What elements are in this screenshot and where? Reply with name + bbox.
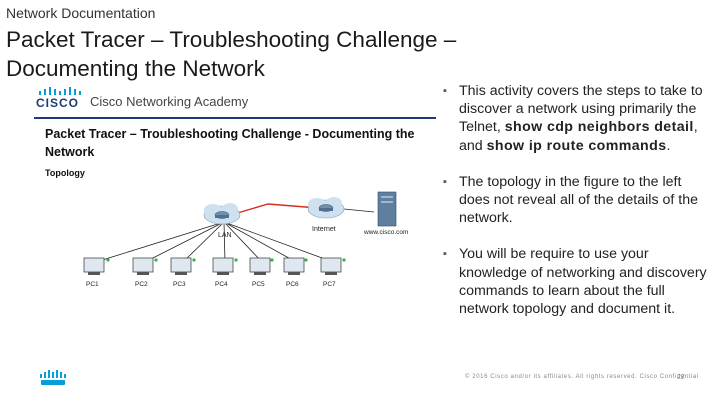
- footer-legal: © 2016 Cisco and/or its affiliates. All …: [465, 374, 699, 380]
- lan-label: LAN: [218, 232, 232, 239]
- pc-icon: [212, 257, 234, 275]
- page-number: 22: [677, 374, 685, 381]
- academy-name: Cisco Networking Academy: [90, 94, 249, 109]
- pc-icon: [83, 257, 105, 275]
- pc-icon: [249, 257, 271, 275]
- slide-title: Packet Tracer – Troubleshooting Challeng…: [6, 27, 457, 81]
- server-label: www.cisco.com: [363, 229, 408, 236]
- bullet-list: This activity covers the steps to take t…: [440, 82, 710, 336]
- pc-label: PC7: [323, 281, 336, 288]
- bullet-item: This activity covers the steps to take t…: [440, 82, 710, 155]
- server-icon: [377, 191, 397, 227]
- pc-label: PC5: [252, 281, 265, 288]
- bullet-keyword: show cdp neighbors detail: [504, 119, 694, 136]
- cisco-bridge-logo-icon: [40, 370, 66, 385]
- cisco-logo-text: CISCO: [36, 96, 80, 110]
- pc-label: PC3: [173, 281, 186, 288]
- cisco-bridge-logo-icon: [39, 87, 81, 95]
- pc-icon: [320, 257, 342, 275]
- document-title: Packet Tracer – Troubleshooting Challeng…: [45, 127, 415, 159]
- document-rule: [34, 117, 436, 119]
- internet-label: Internet: [312, 226, 336, 233]
- topology-heading: Topology: [45, 168, 85, 178]
- topology-diagram: LAN Internet www.cisco.com: [83, 191, 408, 288]
- pc-label: PC2: [135, 281, 148, 288]
- document-header: CISCO Cisco Networking Academy: [34, 84, 294, 114]
- pc-icon: [170, 257, 192, 275]
- pc-label: PC4: [215, 281, 228, 288]
- router-icon: [318, 204, 334, 212]
- section-label: Network Documentation: [6, 5, 156, 21]
- bullet-keyword: show ip route commands: [486, 137, 667, 154]
- pc-icon: [132, 257, 154, 275]
- pc-label: PC1: [86, 281, 99, 288]
- document-image: CISCO Cisco Networking Academy Packet Tr…: [28, 84, 436, 299]
- pc-label: PC6: [286, 281, 299, 288]
- router-icon: [214, 211, 230, 219]
- bullet-item: The topology in the figure to the left d…: [440, 173, 710, 228]
- pc-icon: [283, 257, 305, 275]
- bullet-item: You will be require to use your knowledg…: [440, 245, 710, 318]
